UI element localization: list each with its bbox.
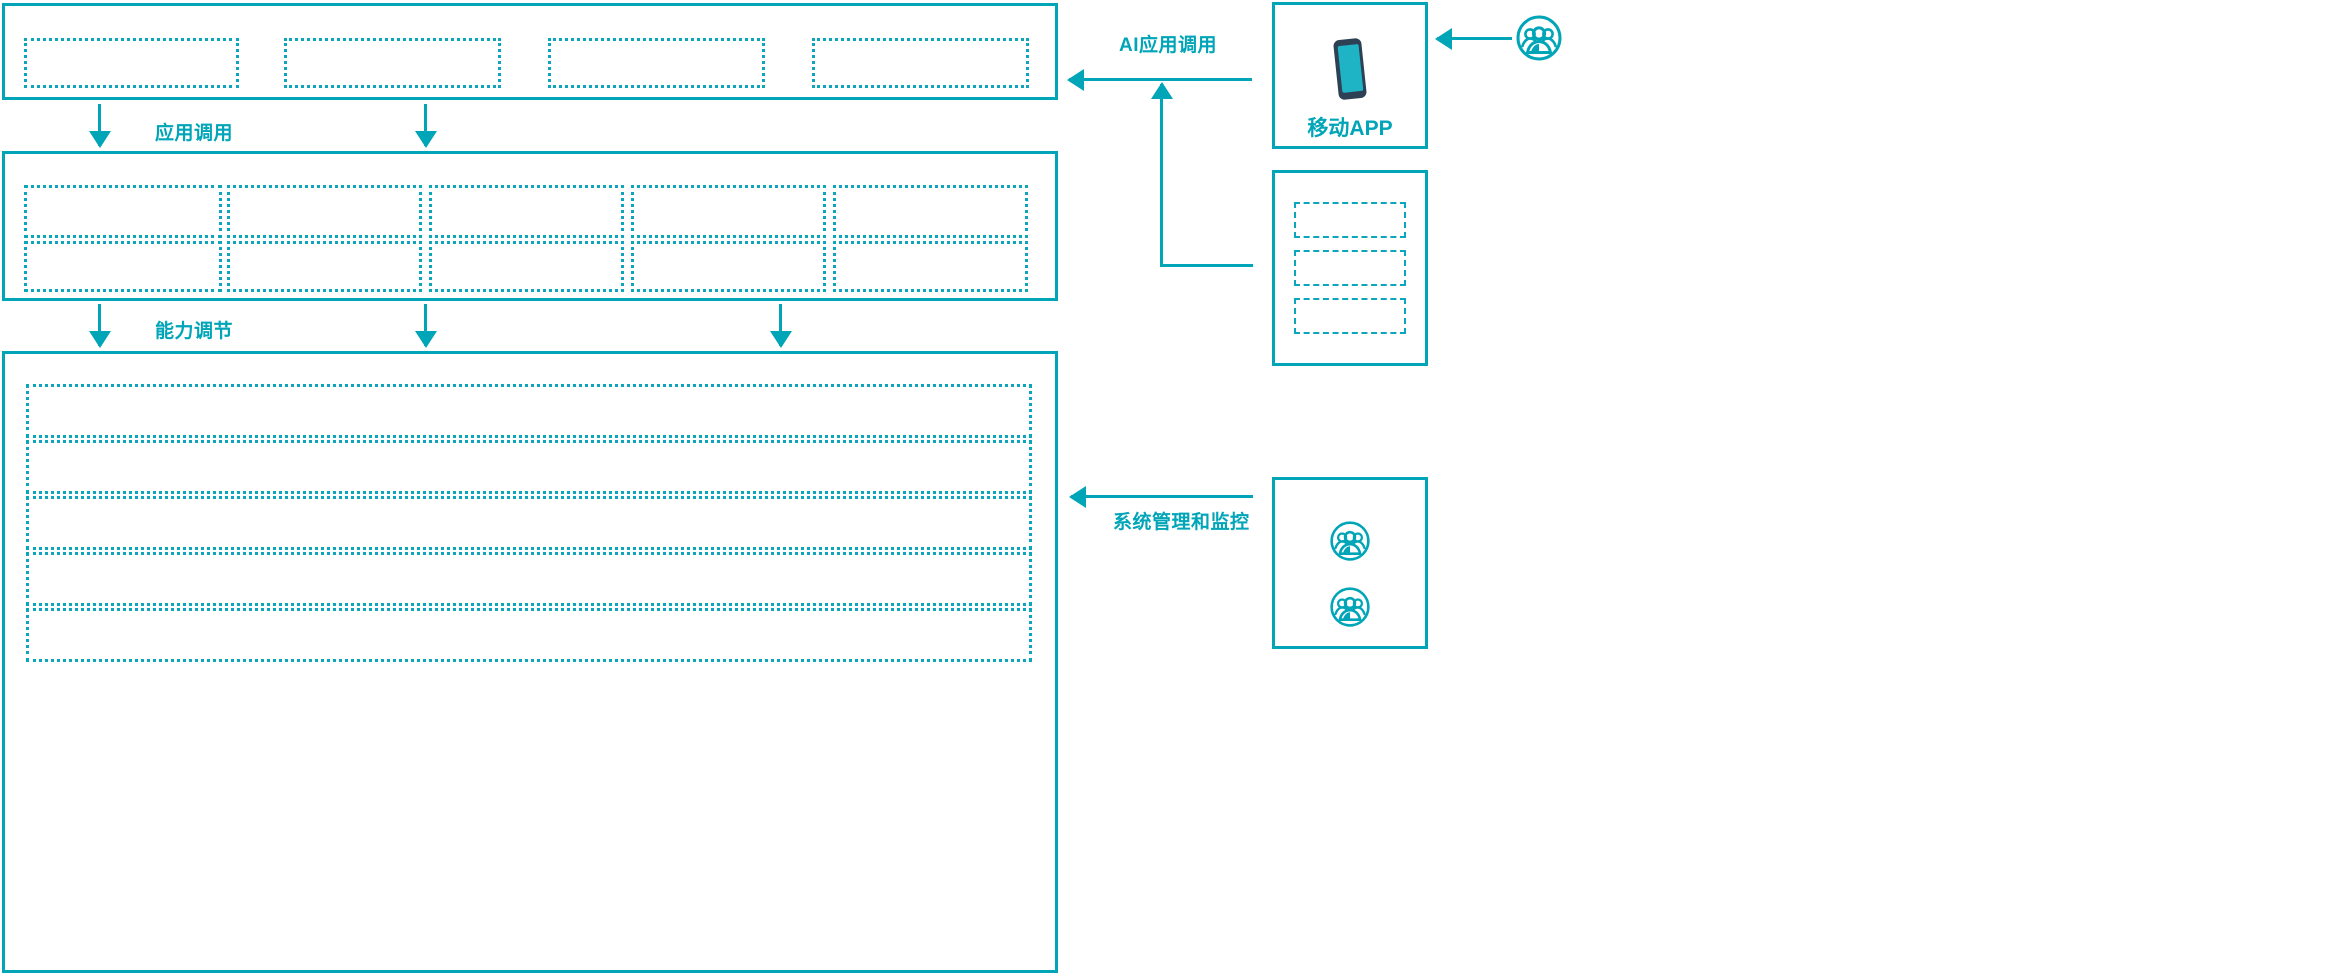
flow-label-system-mgmt: 系统管理和监控 — [1113, 512, 1250, 533]
flow-connector-channel-horizontal — [1160, 264, 1253, 267]
capability-block[interactable] — [631, 241, 826, 292]
capability-block[interactable] — [833, 185, 1028, 238]
application-layer-panel — [2, 3, 1058, 100]
capability-block[interactable] — [24, 185, 222, 238]
user-group-icon — [1329, 586, 1371, 628]
platform-row[interactable] — [26, 440, 1032, 494]
capability-block[interactable] — [227, 185, 422, 238]
capability-block[interactable] — [429, 185, 624, 238]
channel-block[interactable] — [1294, 202, 1406, 238]
platform-row[interactable] — [26, 496, 1032, 550]
flow-label-ai-app-invoke: AI应用调用 — [1119, 35, 1218, 56]
smartphone-icon — [1326, 34, 1374, 104]
capability-layer-panel — [2, 151, 1058, 301]
flow-arrow-capability-left — [98, 304, 101, 346]
capability-block[interactable] — [429, 241, 624, 292]
mobile-app-caption: 移动APP — [1307, 117, 1393, 140]
flow-arrow-ai-app-invoke — [1069, 78, 1252, 81]
application-block[interactable] — [812, 38, 1029, 88]
flow-connector-channel-up — [1160, 84, 1163, 266]
flow-arrow-capability-mid — [424, 304, 427, 346]
flow-arrow-app-invoke-right — [424, 104, 427, 146]
user-group-icon — [1329, 520, 1371, 562]
platform-row[interactable] — [26, 608, 1032, 662]
flow-arrow-external-user-to-app — [1437, 37, 1512, 40]
capability-block[interactable] — [227, 241, 422, 292]
channel-block[interactable] — [1294, 250, 1406, 286]
platform-row[interactable] — [26, 552, 1032, 606]
user-group-icon — [1515, 14, 1563, 62]
capability-block[interactable] — [833, 241, 1028, 292]
application-block[interactable] — [548, 38, 765, 88]
capability-block[interactable] — [631, 185, 826, 238]
platform-row[interactable] — [26, 384, 1032, 438]
application-block[interactable] — [24, 38, 239, 88]
flow-arrow-system-mgmt — [1071, 495, 1253, 498]
flow-arrow-app-invoke-left — [98, 104, 101, 146]
flow-arrow-capability-right — [779, 304, 782, 346]
flow-label-capability-adjust: 能力调节 — [155, 321, 234, 342]
application-block[interactable] — [284, 38, 501, 88]
flow-label-app-invoke: 应用调用 — [155, 123, 234, 144]
channel-block[interactable] — [1294, 298, 1406, 334]
capability-block[interactable] — [24, 241, 222, 292]
platform-layer-panel — [2, 351, 1058, 973]
